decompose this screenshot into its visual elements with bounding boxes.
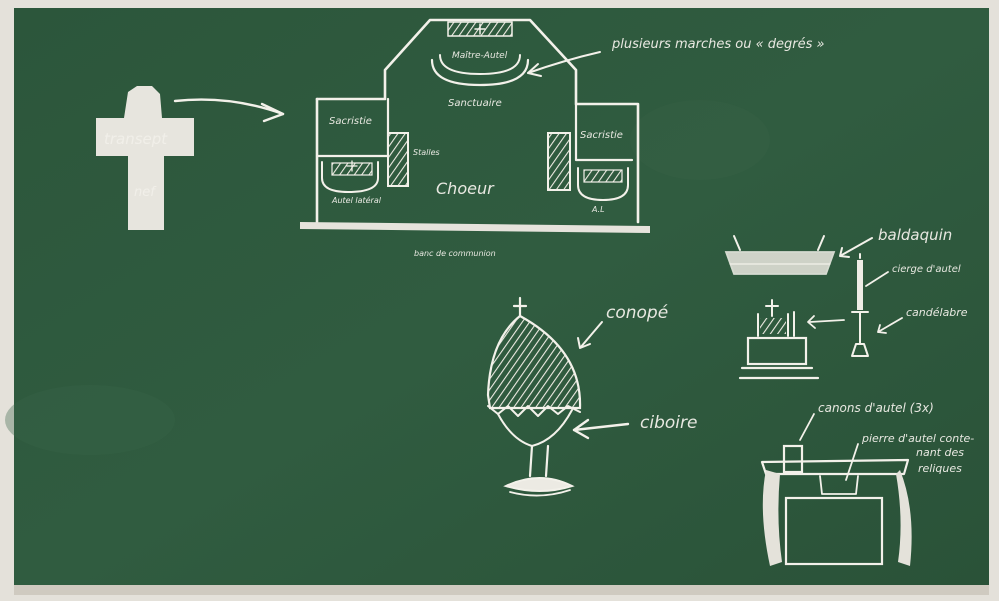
altar-drawing	[760, 444, 912, 566]
pierre-autel-text: pierre d'autel conte- nant des reliques	[861, 432, 974, 475]
cross-diagram: transept nef	[96, 86, 194, 230]
cross-head	[124, 86, 162, 118]
cross-arms	[96, 118, 194, 156]
baldaquin-canopy	[724, 251, 836, 275]
banc-communion-label: banc de communion	[414, 249, 496, 258]
candelabre-label: candélabre	[906, 306, 968, 319]
ciboire-drawing	[486, 296, 582, 497]
plusieurs-marches-label: plusieurs marches ou « degrés »	[611, 37, 825, 52]
board-surface	[14, 8, 989, 593]
conope-arrow	[577, 321, 603, 349]
nef-label: nef	[134, 185, 157, 200]
canons-arrow	[799, 413, 815, 441]
arrow-cross-to-plan	[173, 98, 285, 123]
pierre-label-line1: pierre d'autel conte-	[861, 432, 974, 445]
altar-cloth-left	[762, 470, 782, 566]
cierge-label: cierge d'autel	[892, 264, 961, 275]
sacristie-right-label: Sacristie	[580, 130, 623, 141]
candelabre-arrow	[877, 317, 903, 334]
baldaquin-drawing	[724, 235, 836, 275]
candelabre-drawing	[851, 253, 869, 357]
church-plan: Maître-Autel Sanctuaire Sacristie Autel …	[300, 18, 650, 258]
conope-veil	[486, 314, 582, 410]
maitre-autel-label: Maître-Autel	[452, 51, 508, 61]
autel-lateral-text: Autel latéral	[331, 195, 382, 205]
stalles-label: Stalles	[413, 148, 440, 157]
marches-annotation: plusieurs marches ou « degrés »	[527, 37, 825, 77]
altar-front	[784, 496, 884, 566]
transept-label: transept	[104, 130, 168, 148]
autel-lateral-right	[583, 169, 623, 183]
ciboire-base	[503, 477, 575, 492]
canon-card	[782, 444, 804, 474]
autel-lateral-label: Autel latéral	[331, 195, 382, 205]
altar-cloth-right	[896, 470, 912, 566]
cierge-arrow	[865, 271, 889, 287]
pierre-label-line3: reliques	[918, 462, 962, 475]
stalles-right	[547, 132, 571, 191]
cierge	[857, 260, 863, 310]
sacristie-left-label: Sacristie	[329, 116, 372, 127]
pierre-label-line2: nant des	[916, 446, 964, 459]
conope-label: conopé	[606, 303, 668, 323]
baldaquin-arrow	[839, 237, 873, 258]
small-altar-table	[746, 336, 808, 366]
canons-label: canons d'autel (3x)	[818, 401, 934, 415]
stalles-left	[387, 132, 409, 187]
small-altar-drawing	[738, 299, 845, 380]
baldaquin-label: baldaquin	[878, 226, 952, 244]
ciboire-label: ciboire	[640, 413, 697, 433]
ciboire-arrow	[572, 418, 630, 440]
communion-rail	[300, 222, 650, 233]
choeur-label: Choeur	[436, 179, 495, 198]
chalk-tray	[14, 585, 989, 595]
al-label: A.L	[591, 205, 605, 214]
sanctuaire-label: Sanctuaire	[448, 98, 502, 109]
cross-stem	[128, 156, 164, 230]
